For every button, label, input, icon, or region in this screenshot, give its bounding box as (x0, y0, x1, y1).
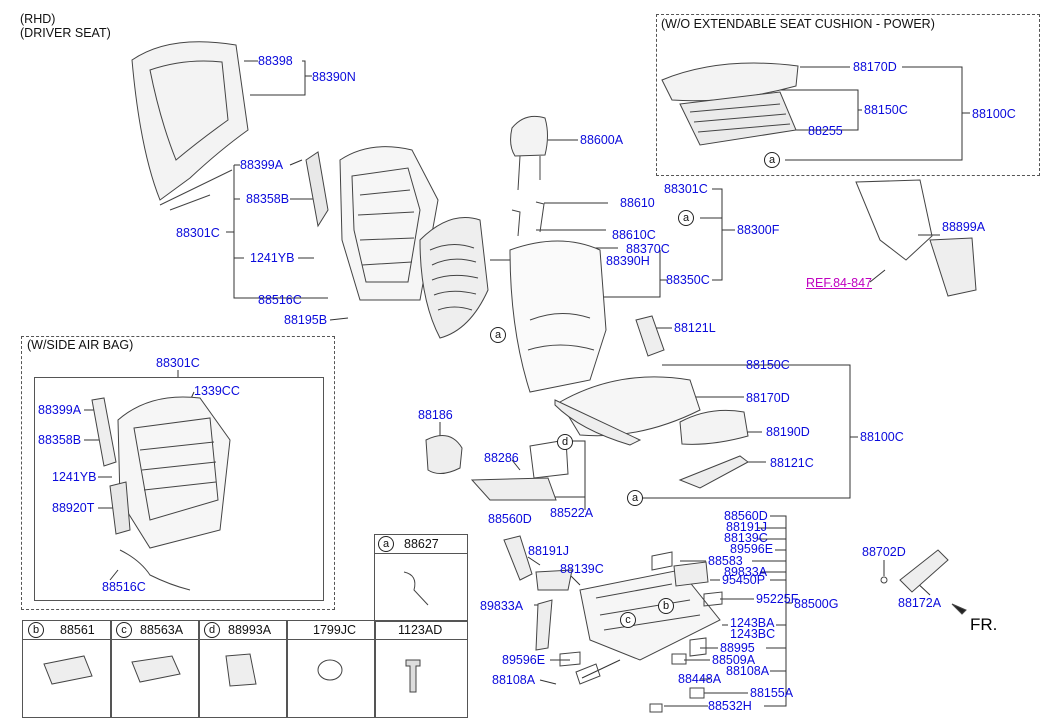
part-89596E-left[interactable]: 89596E (502, 653, 546, 667)
part-88300F[interactable]: 88300F (737, 223, 780, 237)
legend-divider-1 (110, 620, 112, 718)
part-88702D[interactable]: 88702D (862, 545, 906, 559)
part-89596E-right[interactable]: 89596E (730, 542, 774, 556)
box-wo-extendable-title: (W/O EXTENDABLE SEAT CUSHION - POWER) (661, 17, 935, 31)
part-88121C[interactable]: 88121C (770, 456, 814, 470)
part-88390N[interactable]: 88390N (312, 70, 356, 84)
header-rhd: (RHD) (20, 12, 56, 26)
part-88191J-left[interactable]: 88191J (528, 544, 570, 558)
ref-link-84-847[interactable]: REF.84-847 (806, 276, 873, 290)
callout-d: d (557, 434, 573, 450)
legend-part-88563A: 88563A (140, 623, 184, 637)
legend-a-header (374, 534, 468, 554)
front-direction-label: FR. (970, 615, 998, 634)
part-88100C-box[interactable]: 88100C (972, 107, 1016, 121)
ab-part-88920T[interactable]: 88920T (52, 501, 95, 515)
legend-part-88561: 88561 (60, 623, 95, 637)
part-88509A[interactable]: 88509A (712, 653, 756, 667)
legend-divider-4 (374, 620, 376, 718)
part-1243BA[interactable]: 1243BA (730, 616, 775, 630)
legend-table-header (22, 620, 468, 640)
ab-part-1241YB[interactable]: 1241YB (52, 470, 97, 484)
part-88370C[interactable]: 88370C (626, 242, 670, 256)
ab-part-88358B[interactable]: 88358B (38, 433, 82, 447)
part-95225F[interactable]: 95225F (756, 592, 799, 606)
legend-a-key: a (378, 536, 394, 552)
part-88155A[interactable]: 88155A (750, 686, 794, 700)
legend-key-b: b (28, 622, 44, 638)
part-88398[interactable]: 88398 (258, 54, 293, 68)
part-88301C-back[interactable]: 88301C (664, 182, 708, 196)
part-88186[interactable]: 88186 (418, 408, 453, 422)
part-88172A[interactable]: 88172A (898, 596, 942, 610)
ab-part-88516C[interactable]: 88516C (102, 580, 146, 594)
part-1241YB[interactable]: 1241YB (250, 251, 295, 265)
part-88358B[interactable]: 88358B (246, 192, 290, 206)
part-88995[interactable]: 88995 (720, 641, 755, 655)
legend-a-part: 88627 (404, 537, 439, 551)
part-88516C[interactable]: 88516C (258, 293, 302, 307)
part-88170D-box[interactable]: 88170D (853, 60, 897, 74)
part-88600A[interactable]: 88600A (580, 133, 624, 147)
part-88532H[interactable]: 88532H (708, 699, 752, 713)
part-88350C[interactable]: 88350C (666, 273, 710, 287)
part-88500G[interactable]: 88500G (794, 597, 839, 611)
part-88121L[interactable]: 88121L (674, 321, 716, 335)
box-side-airbag-title: (W/SIDE AIR BAG) (27, 338, 134, 352)
part-88583[interactable]: 88583 (708, 554, 743, 568)
part-88150C-box[interactable]: 88150C (864, 103, 908, 117)
legend-part-1799JC: 1799JC (313, 623, 357, 637)
part-88560D-left[interactable]: 88560D (488, 512, 532, 526)
legend-key-d: d (204, 622, 220, 638)
legend-divider-2 (198, 620, 200, 718)
legend-key-c: c (116, 622, 132, 638)
part-88100C[interactable]: 88100C (860, 430, 904, 444)
part-88170D[interactable]: 88170D (746, 391, 790, 405)
part-88560D-right[interactable]: 88560D (724, 509, 768, 523)
part-88522A[interactable]: 88522A (550, 506, 594, 520)
header-driver-seat: (DRIVER SEAT) (20, 26, 111, 40)
legend-divider-3 (286, 620, 288, 718)
box-side-airbag (21, 336, 335, 610)
callout-a-2: a (764, 152, 780, 168)
ab-part-1339CC[interactable]: 1339CC (194, 384, 240, 398)
part-88301C[interactable]: 88301C (176, 226, 220, 240)
part-88190D[interactable]: 88190D (766, 425, 810, 439)
part-88390H[interactable]: 88390H (606, 254, 650, 268)
airbag-frame-box (34, 377, 324, 601)
part-88286[interactable]: 88286 (484, 451, 519, 465)
ab-part-88399A[interactable]: 88399A (38, 403, 82, 417)
callout-a-1: a (678, 210, 694, 226)
part-88399A[interactable]: 88399A (240, 158, 284, 172)
part-88150C[interactable]: 88150C (746, 358, 790, 372)
callout-b: b (658, 598, 674, 614)
part-89833A-left[interactable]: 89833A (480, 599, 524, 613)
callout-a-3: a (490, 327, 506, 343)
part-88139C-left[interactable]: 88139C (560, 562, 604, 576)
part-95450P[interactable]: 95450P (722, 573, 766, 587)
part-89833A-right[interactable]: 89833A (724, 565, 768, 579)
part-88610[interactable]: 88610 (620, 196, 655, 210)
box-wo-extendable-cushion (656, 14, 1040, 176)
part-88195B[interactable]: 88195B (284, 313, 328, 327)
part-88448A[interactable]: 88448A (678, 672, 722, 686)
ab-part-88301C[interactable]: 88301C (156, 356, 200, 370)
part-88108A-left[interactable]: 88108A (492, 673, 536, 687)
part-88191J-right[interactable]: 88191J (726, 520, 768, 534)
legend-part-88993A: 88993A (228, 623, 272, 637)
part-88139C-right[interactable]: 88139C (724, 531, 768, 545)
part-1243BC[interactable]: 1243BC (730, 627, 776, 641)
callout-a-4: a (627, 490, 643, 506)
callout-c: c (620, 612, 636, 628)
part-88610C[interactable]: 88610C (612, 228, 656, 242)
legend-part-1123AD: 1123AD (398, 623, 443, 637)
part-88108A-right[interactable]: 88108A (726, 664, 770, 678)
part-88899A[interactable]: 88899A (942, 220, 986, 234)
part-88255[interactable]: 88255 (808, 124, 843, 138)
